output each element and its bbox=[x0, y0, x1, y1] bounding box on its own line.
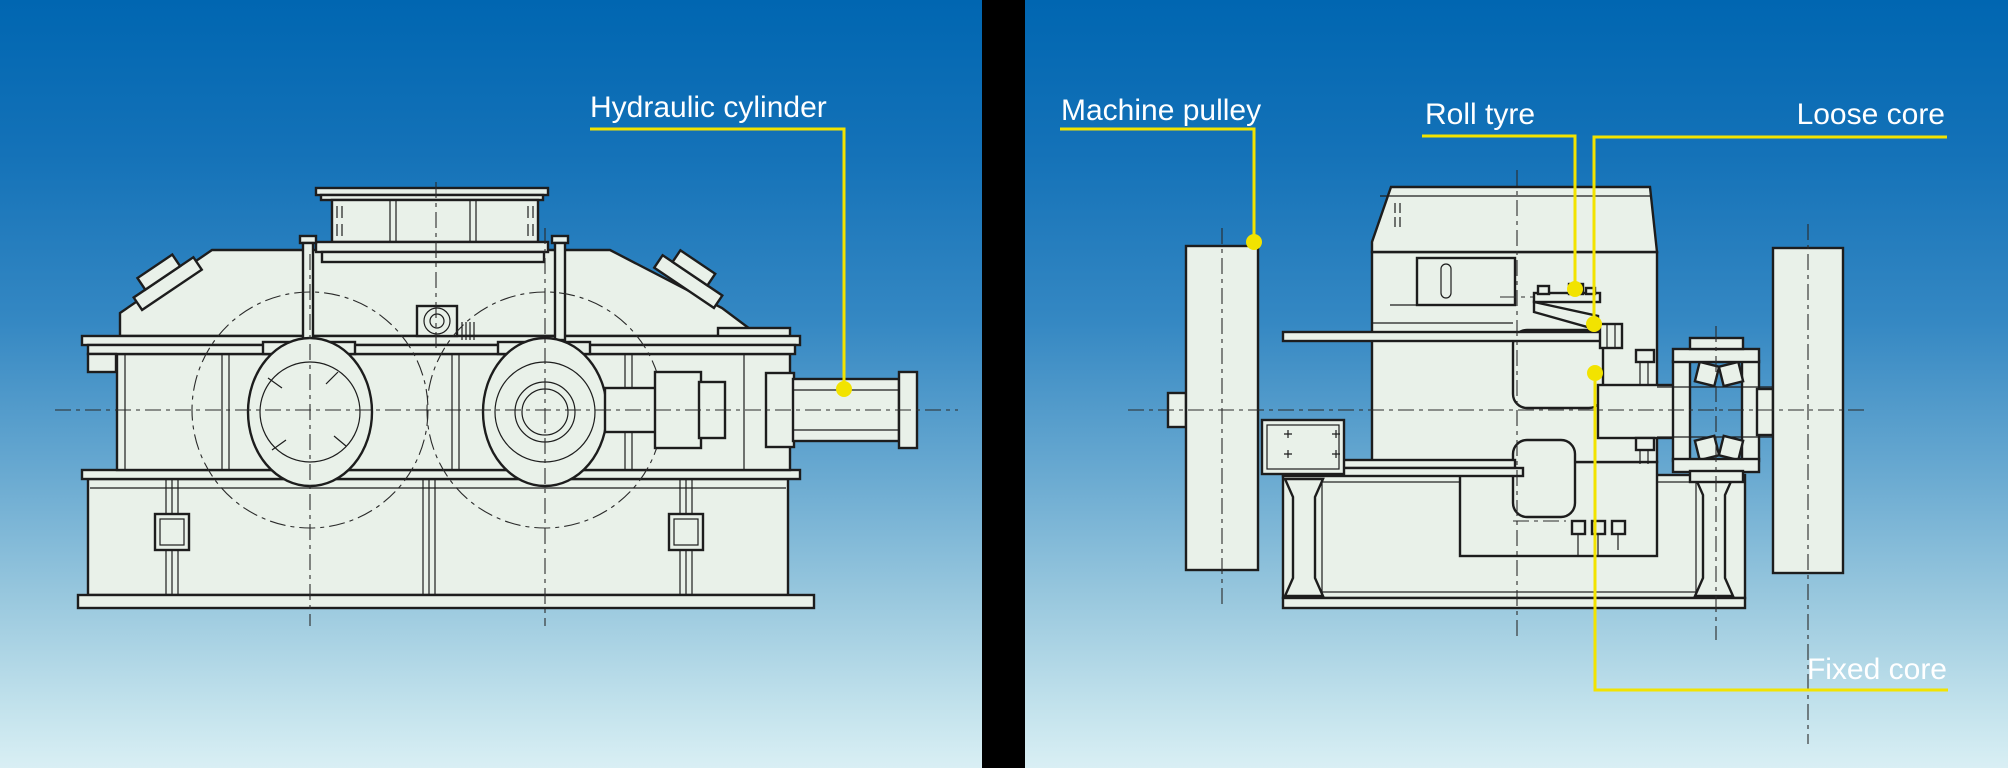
callout-dot-hydraulic-cylinder bbox=[836, 381, 852, 397]
callouts bbox=[590, 127, 1948, 692]
plummer-block-bearing bbox=[1634, 336, 1775, 484]
centerlines-right-view bbox=[1128, 170, 1868, 744]
feed-hopper bbox=[314, 186, 550, 264]
callout-line-fixed-core bbox=[1593, 381, 1948, 692]
right-machine-end-view bbox=[1128, 170, 1868, 744]
machine-pulley bbox=[1166, 244, 1260, 572]
label-loose-core: Loose core bbox=[1796, 98, 1945, 131]
roll-tyre-and-cores bbox=[1281, 282, 1678, 556]
callout-dot-fixed-core bbox=[1587, 365, 1603, 381]
machine-base bbox=[76, 468, 816, 610]
center-boss bbox=[415, 304, 475, 340]
callout-line-roll-tyre bbox=[1422, 134, 1577, 282]
left-machine-side-view bbox=[55, 182, 958, 626]
label-roll-tyre: Roll tyre bbox=[1425, 98, 1536, 131]
label-fixed-core: Fixed core bbox=[1806, 653, 1947, 686]
panel-divider bbox=[982, 0, 1025, 768]
label-hydraulic-cylinder: Hydraulic cylinder bbox=[590, 91, 827, 124]
callout-dot-roll-tyre bbox=[1567, 281, 1583, 297]
label-machine-pulley: Machine pulley bbox=[1061, 94, 1262, 127]
callout-line-hydraulic-cylinder bbox=[590, 127, 846, 382]
callout-line-machine-pulley bbox=[1060, 127, 1256, 235]
callout-dot-loose-core bbox=[1586, 316, 1602, 332]
callout-dot-machine-pulley bbox=[1246, 234, 1262, 250]
frame-flange-and-mount-plate bbox=[1260, 418, 1525, 478]
centerlines-left-view bbox=[55, 182, 958, 626]
machine-housing bbox=[118, 248, 752, 338]
callout-line-loose-core bbox=[1592, 135, 1947, 317]
